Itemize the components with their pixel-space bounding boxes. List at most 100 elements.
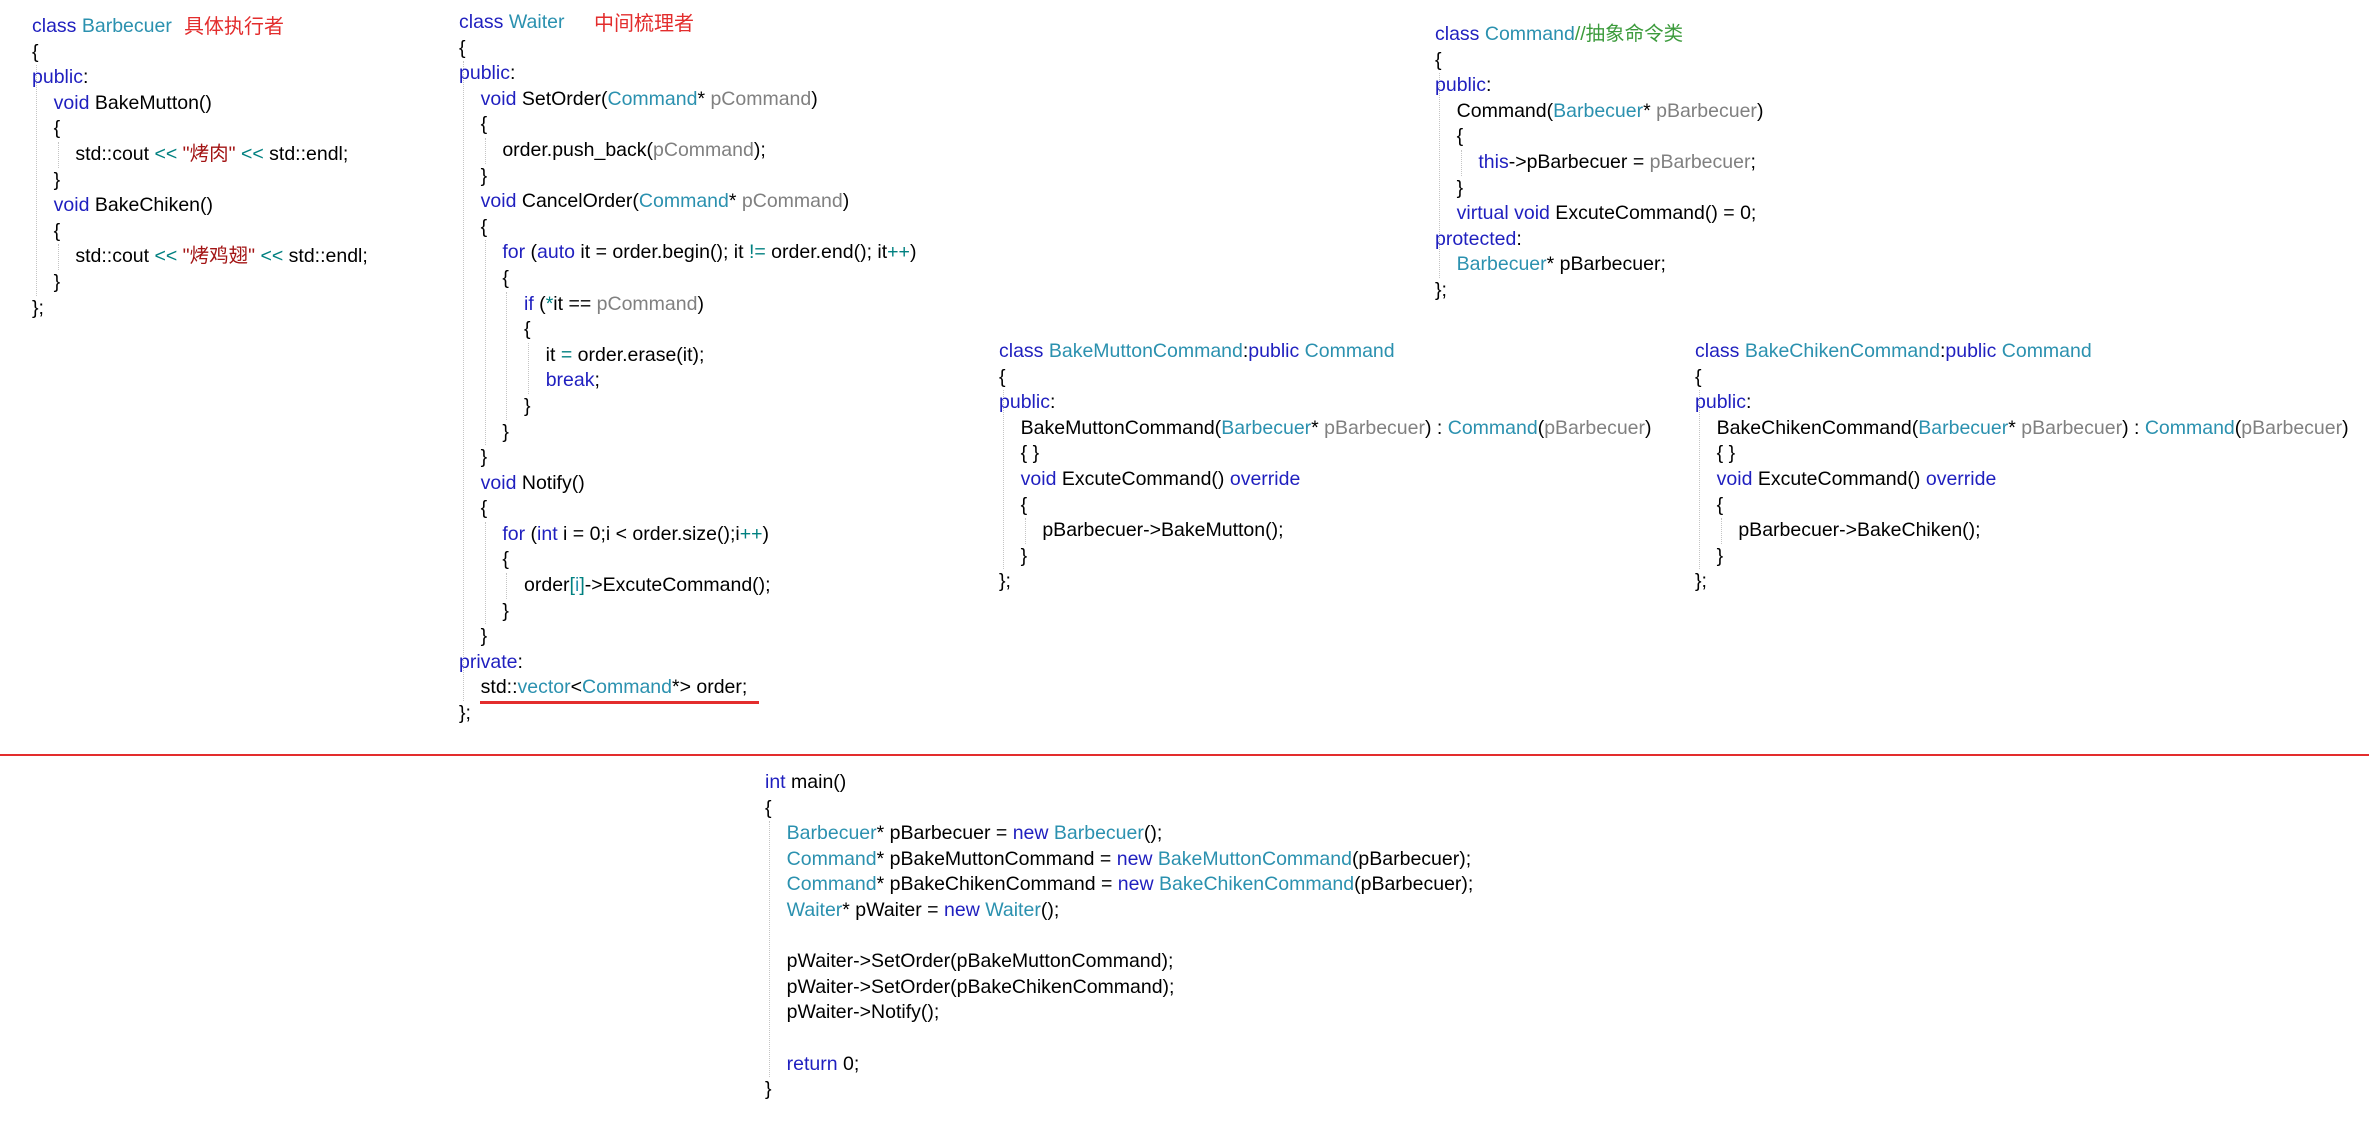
code-token: } bbox=[999, 544, 1028, 567]
code-token: pBarbecuer bbox=[2241, 416, 2343, 439]
code-token bbox=[1435, 202, 1457, 224]
indent-guide bbox=[506, 573, 508, 599]
code-token: } bbox=[1435, 176, 1464, 199]
indent-guide bbox=[1003, 390, 1004, 570]
code-line: std::vector<Command*> order; bbox=[459, 675, 916, 701]
code-token bbox=[32, 92, 54, 114]
code-line: pWaiter->SetOrder(pBakeChikenCommand); bbox=[765, 975, 1473, 1001]
code-token: pBarbecuer bbox=[1324, 416, 1425, 439]
code-line: { bbox=[459, 36, 916, 62]
code-line: } bbox=[459, 420, 916, 446]
code-token: ) bbox=[909, 241, 917, 264]
code-token: { bbox=[32, 117, 61, 140]
code-token: * bbox=[1643, 99, 1657, 122]
code-token: ) bbox=[1756, 99, 1764, 122]
code-token: : bbox=[1745, 391, 1752, 414]
code-token: pWaiter->SetOrder(pBakeChikenCommand); bbox=[765, 975, 1175, 998]
code-token: : bbox=[1939, 340, 1946, 362]
code-token: : bbox=[517, 650, 523, 673]
code-token: ExcuteCommand() = 0; bbox=[1549, 202, 1757, 225]
code-token: ->pBarbecuer = bbox=[1508, 150, 1650, 173]
code-token: pCommand bbox=[596, 292, 698, 315]
code-line: if (*it == pCommand) bbox=[459, 292, 916, 318]
code-token: { bbox=[459, 215, 488, 238]
code-token: } bbox=[459, 599, 509, 622]
code-token: auto bbox=[537, 241, 575, 264]
code-token: void bbox=[1716, 467, 1753, 490]
code-token: Barbecuer bbox=[1221, 416, 1312, 439]
code-token: pCommand bbox=[741, 190, 843, 213]
code-token: protected bbox=[1435, 227, 1517, 250]
code-line: { } bbox=[1695, 441, 2349, 467]
code-token: (); bbox=[1040, 898, 1060, 921]
code-token: }; bbox=[1435, 278, 1447, 301]
code-token bbox=[765, 1053, 787, 1075]
code-token: { bbox=[459, 318, 531, 341]
code-line: } bbox=[459, 164, 916, 190]
code-line: { bbox=[459, 547, 916, 573]
code-token: BakeMuttonCommand bbox=[1048, 340, 1243, 362]
code-token: virtual void bbox=[1456, 202, 1550, 225]
code-line: order.push_back(pCommand); bbox=[459, 138, 916, 164]
code-line: void ExcuteCommand() override bbox=[999, 467, 1652, 493]
code-token: it == bbox=[553, 292, 597, 315]
code-line: std::cout << "烤鸡翅" << std::endl; bbox=[32, 244, 368, 270]
indent-guide bbox=[1024, 518, 1026, 544]
code-token bbox=[765, 899, 787, 921]
code-block-barbecuer: class Barbecuer{public: void BakeMutton(… bbox=[32, 14, 368, 321]
code-line: void BakeMutton() bbox=[32, 91, 368, 117]
indent-guide bbox=[1699, 390, 1700, 570]
code-token: SetOrder( bbox=[516, 87, 608, 110]
code-token: BakeMuttonCommand( bbox=[999, 416, 1222, 439]
code-token: { bbox=[999, 365, 1006, 388]
code-token: * bbox=[2008, 416, 2022, 439]
code-line: } bbox=[459, 599, 916, 625]
code-token: { bbox=[1435, 125, 1464, 148]
code-token: ; bbox=[594, 369, 600, 392]
annotation-barbecuer: 具体执行者 bbox=[184, 16, 284, 38]
code-token: { bbox=[1695, 365, 1702, 388]
code-line: { bbox=[999, 493, 1652, 519]
code-line: Command* pBakeMuttonCommand = new BakeMu… bbox=[765, 847, 1473, 873]
code-line bbox=[765, 1026, 1473, 1052]
code-line: { } bbox=[999, 441, 1652, 467]
code-token: { } bbox=[1695, 442, 1736, 465]
code-token: order.erase(it); bbox=[572, 343, 705, 366]
code-token bbox=[1435, 151, 1478, 173]
code-token: ) bbox=[762, 522, 770, 545]
code-token: order.push_back( bbox=[459, 138, 654, 161]
code-token: * bbox=[545, 292, 554, 315]
code-token: pBarbecuer->BakeMutton(); bbox=[999, 519, 1284, 542]
code-line: Barbecuer* pBarbecuer = new Barbecuer(); bbox=[765, 821, 1473, 847]
code-token bbox=[459, 523, 502, 545]
code-line: } bbox=[765, 1077, 1473, 1103]
code-line: { bbox=[32, 219, 368, 245]
code-line: BakeChikenCommand(Barbecuer* pBarbecuer)… bbox=[1695, 416, 2349, 442]
code-token: pBarbecuer bbox=[2021, 416, 2123, 439]
code-token: std::endl; bbox=[283, 245, 368, 268]
code-line: this->pBarbecuer = pBarbecuer; bbox=[1435, 150, 1763, 176]
code-line: virtual void ExcuteCommand() = 0; bbox=[1435, 201, 1763, 227]
code-token: Barbecuer bbox=[1553, 99, 1644, 122]
code-line: { bbox=[459, 112, 916, 138]
code-token: } bbox=[32, 270, 61, 293]
code-token: Command bbox=[786, 873, 877, 896]
code-token: ) bbox=[842, 190, 850, 213]
code-token: : bbox=[1485, 74, 1492, 97]
code-token: "烤肉" bbox=[182, 142, 236, 165]
code-token: *> order; bbox=[671, 676, 748, 699]
code-line: } bbox=[32, 168, 368, 194]
code-token: Waiter bbox=[985, 898, 1041, 921]
code-token: pBarbecuer->BakeChiken(); bbox=[1695, 519, 1981, 542]
code-token: [ bbox=[569, 574, 575, 597]
code-token: BakeMuttonCommand bbox=[1157, 847, 1352, 870]
code-token bbox=[459, 88, 481, 110]
code-line: { bbox=[32, 40, 368, 66]
code-line: { bbox=[459, 317, 916, 343]
code-token: ->ExcuteCommand(); bbox=[584, 574, 771, 597]
code-token: * pBakeMuttonCommand = bbox=[876, 847, 1117, 870]
code-token: ) bbox=[1645, 416, 1652, 439]
order-underline bbox=[480, 701, 759, 704]
code-token: pCommand bbox=[710, 87, 812, 110]
code-token: void bbox=[53, 91, 90, 114]
